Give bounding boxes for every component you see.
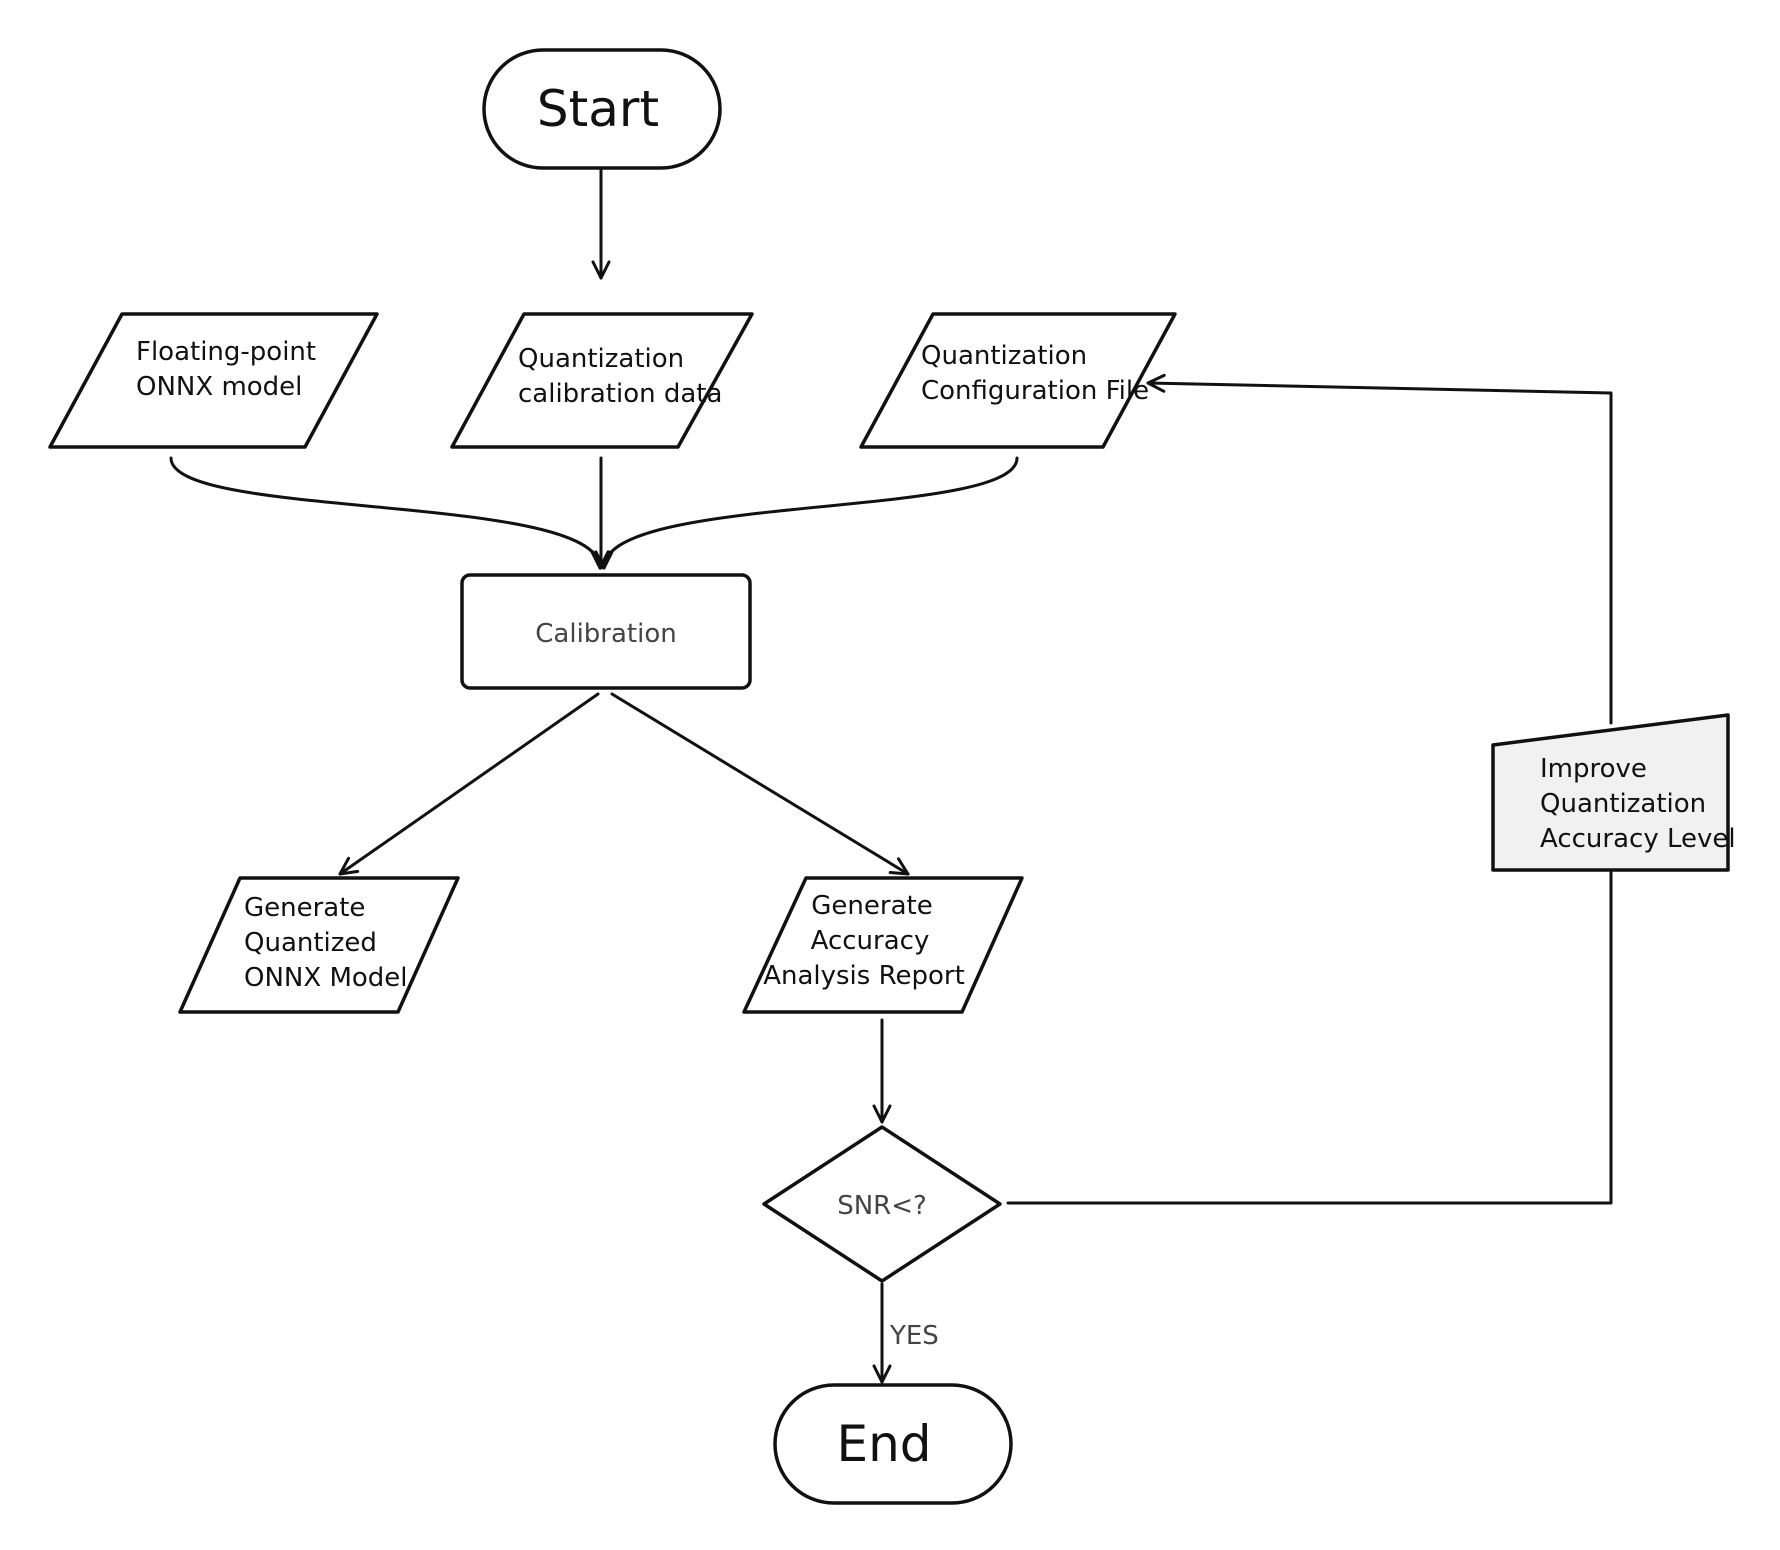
yes-edge-label: YES <box>889 1321 939 1351</box>
decision-snr: SNR<? <box>762 1125 1002 1283</box>
output-accuracy-analysis-report: Generate Accuracy Analysis Report <box>742 876 1024 1014</box>
float-model-label-line2: ONNX model <box>136 372 302 402</box>
quant-model-label-line3: ONNX Model <box>244 963 408 993</box>
config-file-label-line2: Configuration File <box>921 376 1149 406</box>
input-calibration-data: Quantization calibration data <box>450 312 754 449</box>
config-file-label-line1: Quantization <box>921 341 1087 371</box>
manual-input-improve-accuracy: Improve Quantization Accuracy Level <box>1491 713 1736 872</box>
edge-calibration-to-accuracy-report <box>610 692 910 876</box>
quant-model-label-line1: Generate <box>244 893 365 923</box>
edge-float-model-to-calibration <box>169 456 610 570</box>
end-terminal: End <box>773 1383 1013 1505</box>
edge-calibration-to-quant-model <box>338 692 600 876</box>
report-label-line1: Generate <box>811 891 932 921</box>
calib-data-label-line2: calibration data <box>518 379 722 409</box>
process-calibration: Calibration <box>460 573 752 690</box>
decision-label: SNR<? <box>837 1191 927 1221</box>
quant-model-label-line2: Quantized <box>244 928 377 958</box>
input-config-file: Quantization Configuration File <box>859 312 1177 449</box>
start-terminal: Start <box>482 48 722 170</box>
float-model-label-line1: Floating-point <box>136 337 316 367</box>
edge-config-file-to-calibration <box>594 456 1019 570</box>
input-float-onnx-model: Floating-point ONNX model <box>48 312 379 449</box>
improve-label-line2: Quantization <box>1540 789 1706 819</box>
start-label: Start <box>537 80 659 138</box>
report-label-line2: Accuracy <box>811 926 930 956</box>
output-quantized-onnx-model: Generate Quantized ONNX Model <box>178 876 460 1014</box>
edge-decision-no-to-improve <box>1006 870 1613 1205</box>
calibration-label: Calibration <box>535 619 676 649</box>
calib-data-label-line1: Quantization <box>518 344 684 374</box>
report-label-line3: Analysis Report <box>763 961 965 991</box>
improve-label-line1: Improve <box>1540 754 1647 784</box>
improve-label-line3: Accuracy Level <box>1540 824 1736 854</box>
edge-improve-to-config-file <box>1146 373 1613 725</box>
end-label: End <box>836 1415 931 1473</box>
